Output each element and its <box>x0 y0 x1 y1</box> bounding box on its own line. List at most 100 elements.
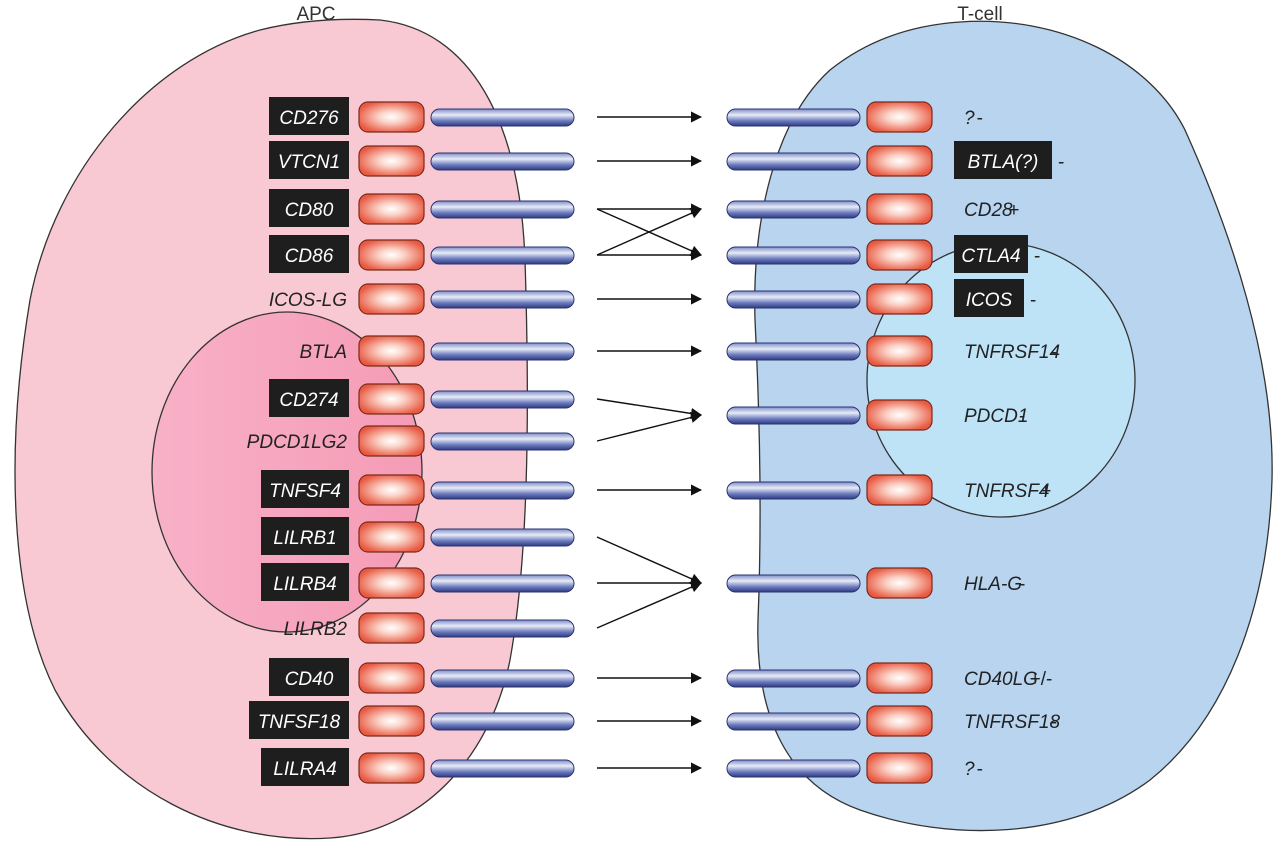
interaction-arrow-pdcd1lg2-to-6 <box>596 412 703 442</box>
apc-label-box <box>261 563 349 601</box>
tcell-label: ICOS <box>966 290 1013 311</box>
tcell-label: CTLA4 <box>961 246 1020 267</box>
tcell-effect-sign: - <box>1058 152 1064 173</box>
tcell-receptor <box>866 567 933 599</box>
apc-stalk <box>430 574 575 593</box>
tcell-molecule-pdcd1-6: PDCD1- <box>726 399 1028 431</box>
tcell-stalk <box>726 759 861 778</box>
apc-receptor <box>358 193 425 225</box>
apc-stalk <box>430 669 575 688</box>
apc-receptor <box>358 662 425 694</box>
tcell-label: ? <box>964 108 975 129</box>
apc-receptor <box>358 383 425 415</box>
tcell-molecule-hla-g-8: HLA-G- <box>726 567 1025 599</box>
tcell-stalk <box>726 342 861 361</box>
interaction-arrow-cd86-to-2 <box>596 207 703 256</box>
tcell-receptor <box>866 283 933 315</box>
apc-label-box <box>269 235 349 273</box>
tcell-effect-sign: - <box>1030 290 1036 311</box>
apc-molecule-lilrb2: LILRB2 <box>284 612 575 644</box>
apc-label: CD276 <box>279 108 339 129</box>
tcell-receptor <box>866 101 933 133</box>
tcell-effect-sign: - <box>1051 712 1057 733</box>
tcell-label: PDCD1 <box>964 406 1028 427</box>
tcell-molecule-tnfrsf18-10: TNFRSF18- <box>726 705 1061 737</box>
tcell-molecule-ctla4-3: CTLA4- <box>726 235 1040 273</box>
apc-stalk <box>430 290 575 309</box>
tcell-stalk <box>726 152 861 171</box>
tcell-stalk <box>726 200 861 219</box>
interaction-arrow-lilrb1-to-8 <box>596 536 703 585</box>
tcell-title: T-cell <box>957 4 1002 25</box>
apc-label: VTCN1 <box>278 152 340 173</box>
tcell-molecule-cd40lg-9: CD40LG+/- <box>726 662 1052 694</box>
apc-label-box <box>269 141 349 179</box>
apc-molecule-cd86: CD86 <box>269 235 575 273</box>
apc-label: LILRB1 <box>273 528 336 549</box>
tcell-stalk <box>726 712 861 731</box>
apc-label-box <box>249 701 349 739</box>
apc-molecule-lilra4: LILRA4 <box>261 748 575 786</box>
tcell-receptor <box>866 193 933 225</box>
apc-receptor <box>358 752 425 784</box>
apc-label-box <box>269 658 349 696</box>
tcell-stalk <box>726 246 861 265</box>
apc-label: TNFSF18 <box>258 712 341 733</box>
apc-label: LILRB4 <box>273 574 336 595</box>
tcell-molecule-tnfrsf4-7: TNFRSF4+ <box>726 474 1051 506</box>
apc-receptor <box>358 474 425 506</box>
apc-label-box <box>269 189 349 227</box>
apc-stalk <box>430 152 575 171</box>
tcell-stalk <box>726 290 861 309</box>
apc-stalk <box>430 481 575 500</box>
tcell-stalk <box>726 574 861 593</box>
tcell-label: TNFRSF4 <box>964 481 1050 502</box>
apc-stalk <box>430 619 575 638</box>
apc-label: TNFSF4 <box>269 481 341 502</box>
tcell-stalk <box>726 108 861 127</box>
tcell-label: BTLA(?) <box>968 152 1039 173</box>
tcell-label: TNFRSF14 <box>964 342 1060 363</box>
tcell-molecule-tnfrsf14-5: TNFRSF14- <box>726 335 1060 367</box>
apc-molecules: CD276VTCN1CD80CD86ICOS-LGBTLACD274PDCD1L… <box>247 97 575 786</box>
tcell-effect-sign: - <box>977 759 983 780</box>
tcell-effect-sign: - <box>977 108 983 129</box>
tcell-label: CD28 <box>964 200 1013 221</box>
apc-stalk <box>430 342 575 361</box>
tcell-effect-sign: - <box>1019 406 1025 427</box>
apc-molecule-btla: BTLA <box>299 335 575 367</box>
tcell-receptor <box>866 399 933 431</box>
tcell-effect-sign: - <box>1019 574 1025 595</box>
apc-stalk <box>430 108 575 127</box>
tcell-molecule-icos-4: ICOS- <box>726 279 1036 317</box>
apc-molecule-cd276: CD276 <box>269 97 575 135</box>
apc-label: PDCD1LG2 <box>247 432 348 453</box>
apc-molecule-vtcn1: VTCN1 <box>269 141 575 179</box>
interaction-arrow-cd274-to-6 <box>596 398 703 420</box>
apc-receptor <box>358 425 425 457</box>
apc-molecule-lilrb1: LILRB1 <box>261 517 575 555</box>
tcell-effect-sign: - <box>1051 342 1057 363</box>
apc-receptor <box>358 239 425 271</box>
apc-label-box <box>261 470 349 508</box>
apc-receptor <box>358 612 425 644</box>
tcell-molecule-unknown-0: ?- <box>726 101 983 133</box>
apc-label-box <box>269 379 349 417</box>
apc-receptor <box>358 521 425 553</box>
apc-label: LILRB2 <box>284 619 348 640</box>
tcell-receptor <box>866 145 933 177</box>
apc-label: LILRA4 <box>273 759 336 780</box>
apc-label-box <box>269 97 349 135</box>
apc-label-box <box>261 748 349 786</box>
apc-label: CD86 <box>285 246 334 267</box>
apc-receptor <box>358 567 425 599</box>
tcell-stalk <box>726 481 861 500</box>
tcell-receptor <box>866 474 933 506</box>
apc-label: CD80 <box>285 200 334 221</box>
apc-stalk <box>430 712 575 731</box>
apc-title: APC <box>296 4 335 25</box>
interaction-arrow-lilrb2-to-8 <box>596 581 703 629</box>
apc-molecule-cd274: CD274 <box>269 379 575 417</box>
apc-receptor <box>358 705 425 737</box>
